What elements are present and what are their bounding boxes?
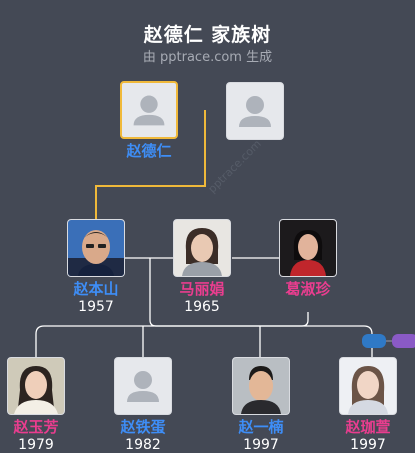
page-title: 赵德仁 家族树	[143, 24, 272, 46]
person-card-ma-lijuan[interactable]: 马丽娟 1965	[173, 219, 231, 315]
person-name: 赵玉芳	[13, 418, 59, 436]
person-name: 赵本山	[73, 280, 119, 298]
avatar-placeholder-icon	[120, 81, 178, 139]
birth-year: 1979	[18, 437, 54, 453]
birth-year: 1982	[125, 437, 161, 453]
avatar-placeholder-icon	[114, 357, 172, 415]
birth-year: 1965	[184, 299, 220, 315]
person-name: 赵德仁	[126, 142, 172, 160]
person-card-spouse-unknown[interactable]	[226, 82, 284, 140]
person-card-zhaode-ren[interactable]: 赵德仁	[120, 81, 178, 161]
person-card-zhao-yufang[interactable]: 赵玉芳 1979	[7, 357, 65, 453]
person-card-zhao-benshan[interactable]: 赵本山 1957	[67, 219, 125, 315]
person-card-zhao-jiaxuan[interactable]: 赵珈萱 1997	[339, 357, 397, 453]
portrait-photo	[339, 357, 397, 415]
children-bar	[35, 325, 373, 360]
page-subtitle: 由 pptrace.com 生成	[142, 50, 273, 65]
birth-year: 1957	[78, 299, 114, 315]
person-card-zhao-tiedan[interactable]: 赵铁蛋 1982	[114, 357, 172, 453]
portrait-photo	[279, 219, 337, 277]
person-name: 马丽娟	[179, 280, 225, 298]
person-card-ge-shuzhen[interactable]: 葛淑珍	[279, 219, 337, 299]
portrait-photo	[7, 357, 65, 415]
birth-year: 1997	[350, 437, 386, 453]
portrait-photo	[67, 219, 125, 277]
root-to-child-line	[95, 110, 206, 222]
person-name: 葛淑珍	[285, 280, 331, 298]
avatar-placeholder-icon	[226, 82, 284, 140]
portrait-photo	[173, 219, 231, 277]
person-name: 赵珈萱	[345, 418, 391, 436]
person-card-zhao-yinan[interactable]: 赵一楠 1997	[232, 357, 290, 453]
person-name: 赵一楠	[238, 418, 284, 436]
person-name: 赵铁蛋	[120, 418, 166, 436]
side-tab-purple[interactable]	[392, 334, 415, 348]
side-tab-blue[interactable]	[362, 334, 386, 348]
birth-year: 1997	[243, 437, 279, 453]
portrait-photo	[232, 357, 290, 415]
